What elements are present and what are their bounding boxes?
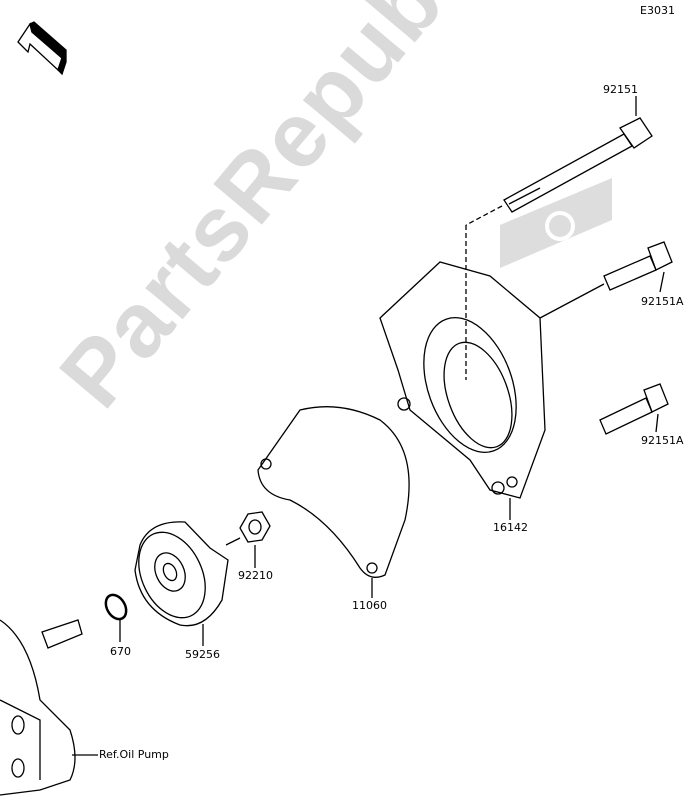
housing-16142 [379,225,546,520]
label-16142: 16142 [493,521,528,534]
bolt-92151 [465,96,653,226]
o-ring-670 [104,593,128,642]
label-92151: 92151 [603,83,638,96]
label-92210: 92210 [238,569,273,582]
diagram-code: E3031 [640,4,675,17]
label-ref-oil-pump: Ref.Oil Pump [99,748,169,761]
label-11060: 11060 [352,599,387,612]
front-arrow-icon [17,21,67,76]
bolt-92151A-upper [539,241,673,319]
label-92151A-lower: 92151A [641,434,684,447]
label-670: 670 [110,645,131,658]
cap-59256 [134,521,229,646]
gear-watermark-icon [500,178,612,268]
oil-pump-reference [0,619,98,796]
gasket-11060 [257,406,410,598]
bolt-92151A-lower [599,383,669,435]
label-92151A-upper: 92151A [641,295,684,308]
label-59256: 59256 [185,648,220,661]
nut-92210 [225,511,271,568]
